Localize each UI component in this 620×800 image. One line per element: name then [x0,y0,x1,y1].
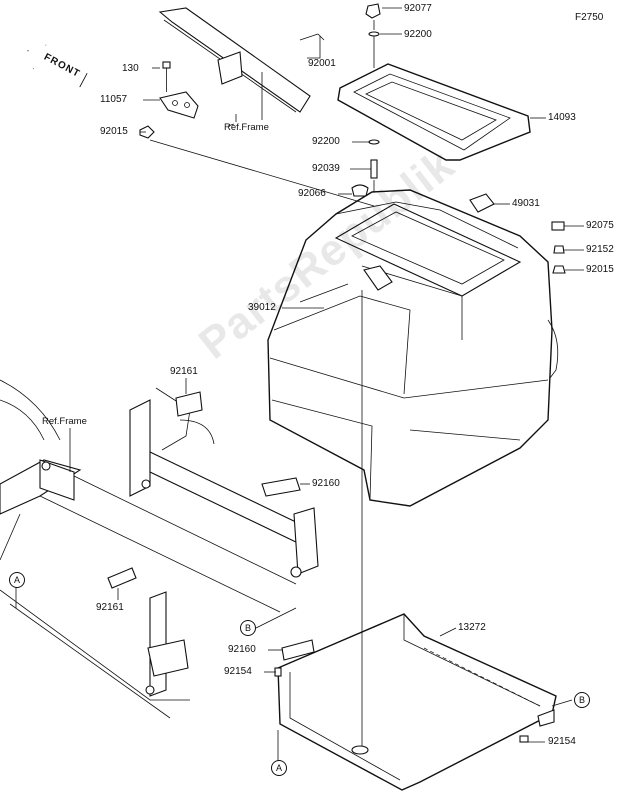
part-label-130[interactable]: 130 [122,63,139,74]
part-label-49031[interactable]: 49031 [512,198,540,209]
callout-b-right: B [574,692,590,708]
part-label-92200-mid[interactable]: 92200 [312,136,340,147]
part-label-92161-upper[interactable]: 92161 [170,366,198,377]
part-label-92075[interactable]: 92075 [586,220,614,231]
callout-a-bottom: A [271,760,287,776]
floor-tray-13272 [274,613,557,791]
part-label-13272[interactable]: 13272 [458,622,486,633]
part-label-92160-upper[interactable]: 92160 [312,478,340,489]
part-label-92015-left[interactable]: 92015 [100,126,128,137]
storage-lid-14093 [337,3,531,161]
callout-a-top: A [9,572,25,588]
callout-b-left: B [240,620,256,636]
part-label-92154-right[interactable]: 92154 [548,736,576,747]
part-label-92039[interactable]: 92039 [312,163,340,174]
part-label-92015-right[interactable]: 92015 [586,264,614,275]
part-label-92161-lower[interactable]: 92161 [96,602,124,613]
part-label-92154-left[interactable]: 92154 [224,666,252,677]
diagram-code: F2750 [575,12,604,23]
part-label-92001[interactable]: 92001 [308,58,336,69]
part-label-92077[interactable]: 92077 [404,3,432,14]
part-label-14093[interactable]: 14093 [548,112,576,123]
leader-lines [15,7,584,760]
ref-frame-label-left: Ref.Frame [42,416,87,427]
part-label-92200-top[interactable]: 92200 [404,29,432,40]
part-label-92152[interactable]: 92152 [586,244,614,255]
part-label-39012[interactable]: 39012 [248,302,276,313]
frame-top-rail [158,7,325,120]
part-label-92160-lower[interactable]: 92160 [228,644,256,655]
ref-frame-label-top: Ref.Frame [224,122,269,133]
part-label-92066[interactable]: 92066 [298,188,326,199]
storage-box-39012 [267,189,566,507]
frame-lower [0,379,319,719]
part-label-11057[interactable]: 11057 [100,94,128,105]
bracket-11057 [139,61,199,139]
